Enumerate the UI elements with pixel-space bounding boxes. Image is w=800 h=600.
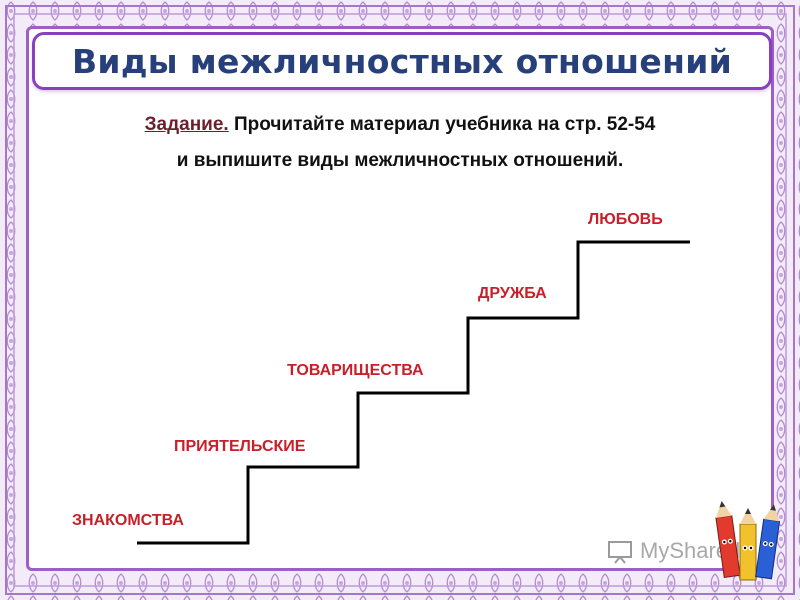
task-label: Задание. — [144, 114, 229, 135]
content-panel — [26, 26, 774, 571]
presentation-icon — [608, 541, 632, 564]
pencils-icon — [715, 501, 781, 581]
task-line-1: Задание. Прочитайте материал учебника на… — [0, 114, 800, 136]
title-box: Виды межличностных отношений — [32, 32, 772, 90]
step-label-5: ЛЮБОВЬ — [588, 211, 663, 228]
step-label-3: ТОВАРИЩЕСТВА — [287, 362, 424, 379]
step-label-2: ПРИЯТЕЛЬСКИЕ — [174, 438, 306, 455]
step-label-1: ЗНАКОМСТВА — [72, 512, 184, 529]
task-line-2: и выпишите виды межличностных отношений. — [176, 150, 624, 171]
step-label-4: ДРУЖБА — [478, 285, 547, 302]
task-text-1: Прочитайте материал учебника на стр. 52-… — [228, 114, 656, 135]
page-title: Виды межличностных отношений — [71, 41, 733, 81]
